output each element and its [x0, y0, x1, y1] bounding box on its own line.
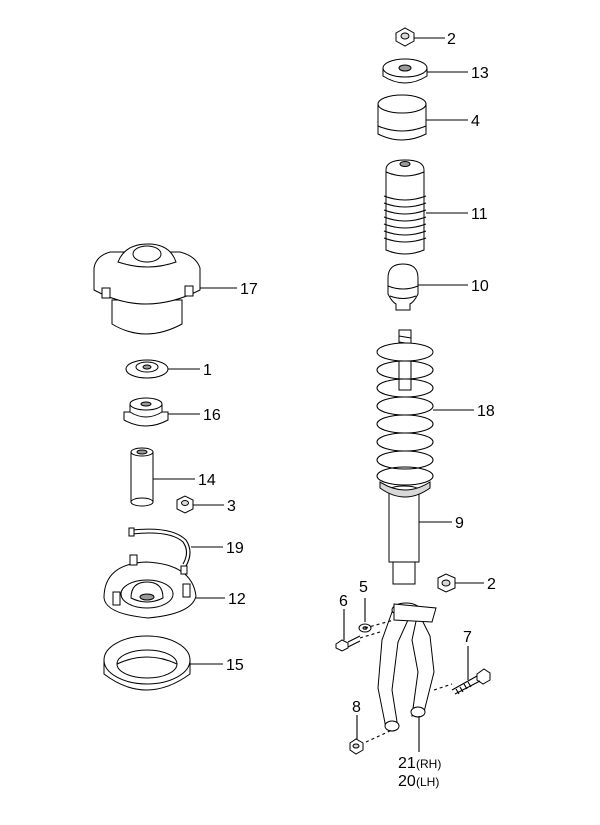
callout-4: 4	[471, 113, 480, 130]
part-9-shock-absorber	[388, 329, 420, 585]
callout-14: 14	[198, 472, 216, 489]
callout-17: 17	[240, 281, 258, 298]
assembly-line-6	[359, 631, 381, 639]
callout-19: 19	[226, 540, 244, 557]
part-15-spring-seat	[103, 635, 191, 691]
callout-2-right: 2	[487, 576, 496, 593]
callout-18: 18	[477, 403, 495, 420]
part-2-top-nut	[395, 27, 415, 47]
callout-7: 7	[463, 629, 472, 646]
part-19-clip	[128, 527, 191, 567]
part-8-nut	[349, 738, 364, 755]
callout-8: 8	[352, 699, 361, 716]
callout-6: 6	[339, 593, 348, 610]
assembly-line-5	[364, 619, 395, 629]
part-3-nut	[176, 495, 194, 514]
part-1-washer-plate	[125, 359, 169, 379]
callout-12: 12	[228, 591, 246, 608]
part-7-long-bolt	[451, 668, 491, 695]
part-11-bellows-boot	[383, 159, 427, 255]
callout-20-side: (LH)	[416, 775, 439, 789]
part-14-sleeve	[130, 447, 154, 507]
part-6-bolt	[335, 635, 361, 652]
callout-10: 10	[471, 278, 489, 295]
callout-16: 16	[203, 407, 221, 424]
callout-15: 15	[226, 657, 244, 674]
assembly-line-8	[365, 729, 393, 743]
assembly-line-7	[433, 683, 453, 691]
callout-1: 1	[203, 362, 212, 379]
part-18-coil-spring	[376, 342, 434, 498]
callout-21-side: (RH)	[416, 757, 441, 771]
callout-5: 5	[359, 579, 368, 596]
part-12-mount-plate	[103, 554, 197, 619]
part-4-dust-cover	[377, 94, 427, 141]
callout-9: 9	[455, 515, 464, 532]
part-10-bump-stop	[387, 263, 419, 311]
callout-20: 20	[398, 773, 416, 790]
callout-11: 11	[471, 206, 488, 223]
callout-13: 13	[471, 65, 489, 82]
part-16-bushing	[123, 397, 169, 427]
callout-3: 3	[227, 498, 236, 515]
part-13-washer	[382, 58, 428, 84]
callout-2-top: 2	[447, 31, 456, 48]
part-17-mount-cover	[93, 243, 201, 335]
part-2-right-nut	[437, 573, 456, 593]
callout-21: 21	[398, 755, 416, 772]
part-21-20-lower-fork	[377, 602, 437, 732]
